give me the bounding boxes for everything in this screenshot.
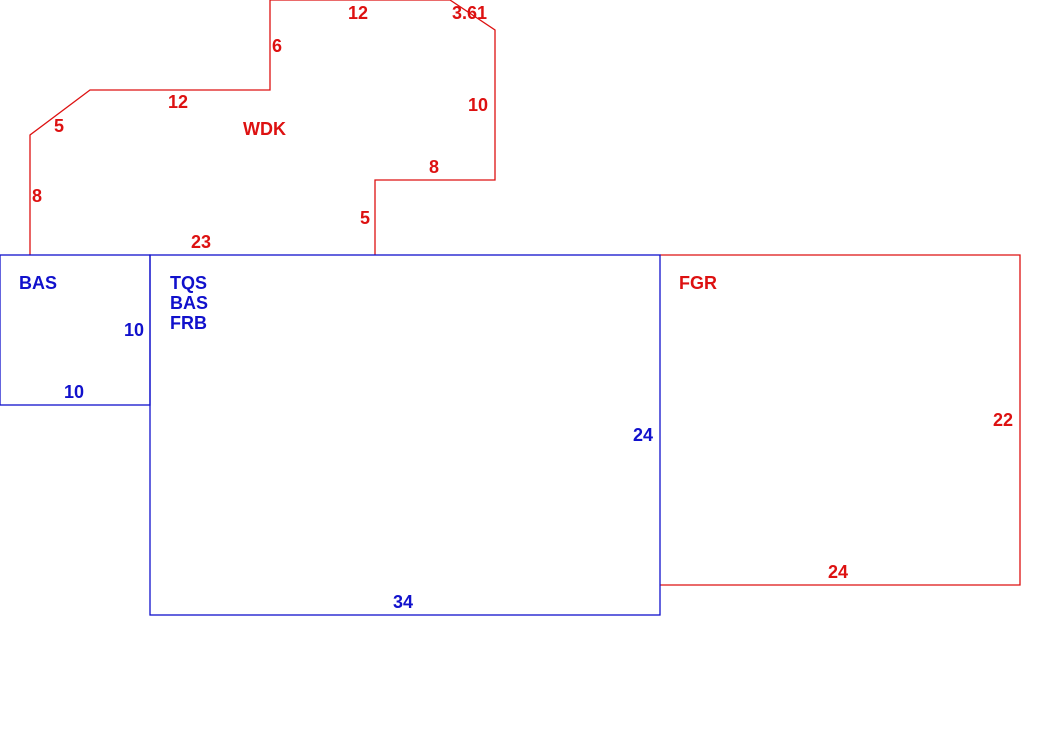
main-area-code-tqs: TQS (170, 273, 207, 293)
main-edge-bottom: 34 (393, 592, 413, 612)
main-area-outline (149, 254, 661, 616)
main-edge-right: 24 (633, 425, 653, 445)
wdk-edge-left: 8 (32, 186, 42, 206)
bas-small-edge-right: 10 (124, 320, 144, 340)
wdk-edge-bottom: 23 (191, 232, 211, 252)
wdk-edge-right: 10 (468, 95, 488, 115)
wdk-edge-notch-top: 8 (429, 157, 439, 177)
wdk-edge-corner: 3.61 (452, 3, 487, 23)
fgr-outline (660, 254, 1021, 586)
wdk-edge-top: 12 (348, 3, 368, 23)
bas-small-edge-bottom: 10 (64, 382, 84, 402)
main-area-code-bas: BAS (170, 293, 208, 313)
fgr-area-code: FGR (679, 273, 717, 293)
wdk-edge-notch-side: 5 (360, 208, 370, 228)
fgr-edge-right: 22 (993, 410, 1013, 430)
wdk-edge-top-left: 12 (168, 92, 188, 112)
wdk-edge-step-up: 6 (272, 36, 282, 56)
bas-small-area-code: BAS (19, 273, 57, 293)
main-area-code-frb: FRB (170, 313, 207, 333)
wdk-edge-diagonal: 5 (54, 116, 64, 136)
fgr-edge-bottom: 24 (828, 562, 848, 582)
wdk-area-code: WDK (243, 119, 286, 139)
wdk-outline (29, 0, 496, 255)
